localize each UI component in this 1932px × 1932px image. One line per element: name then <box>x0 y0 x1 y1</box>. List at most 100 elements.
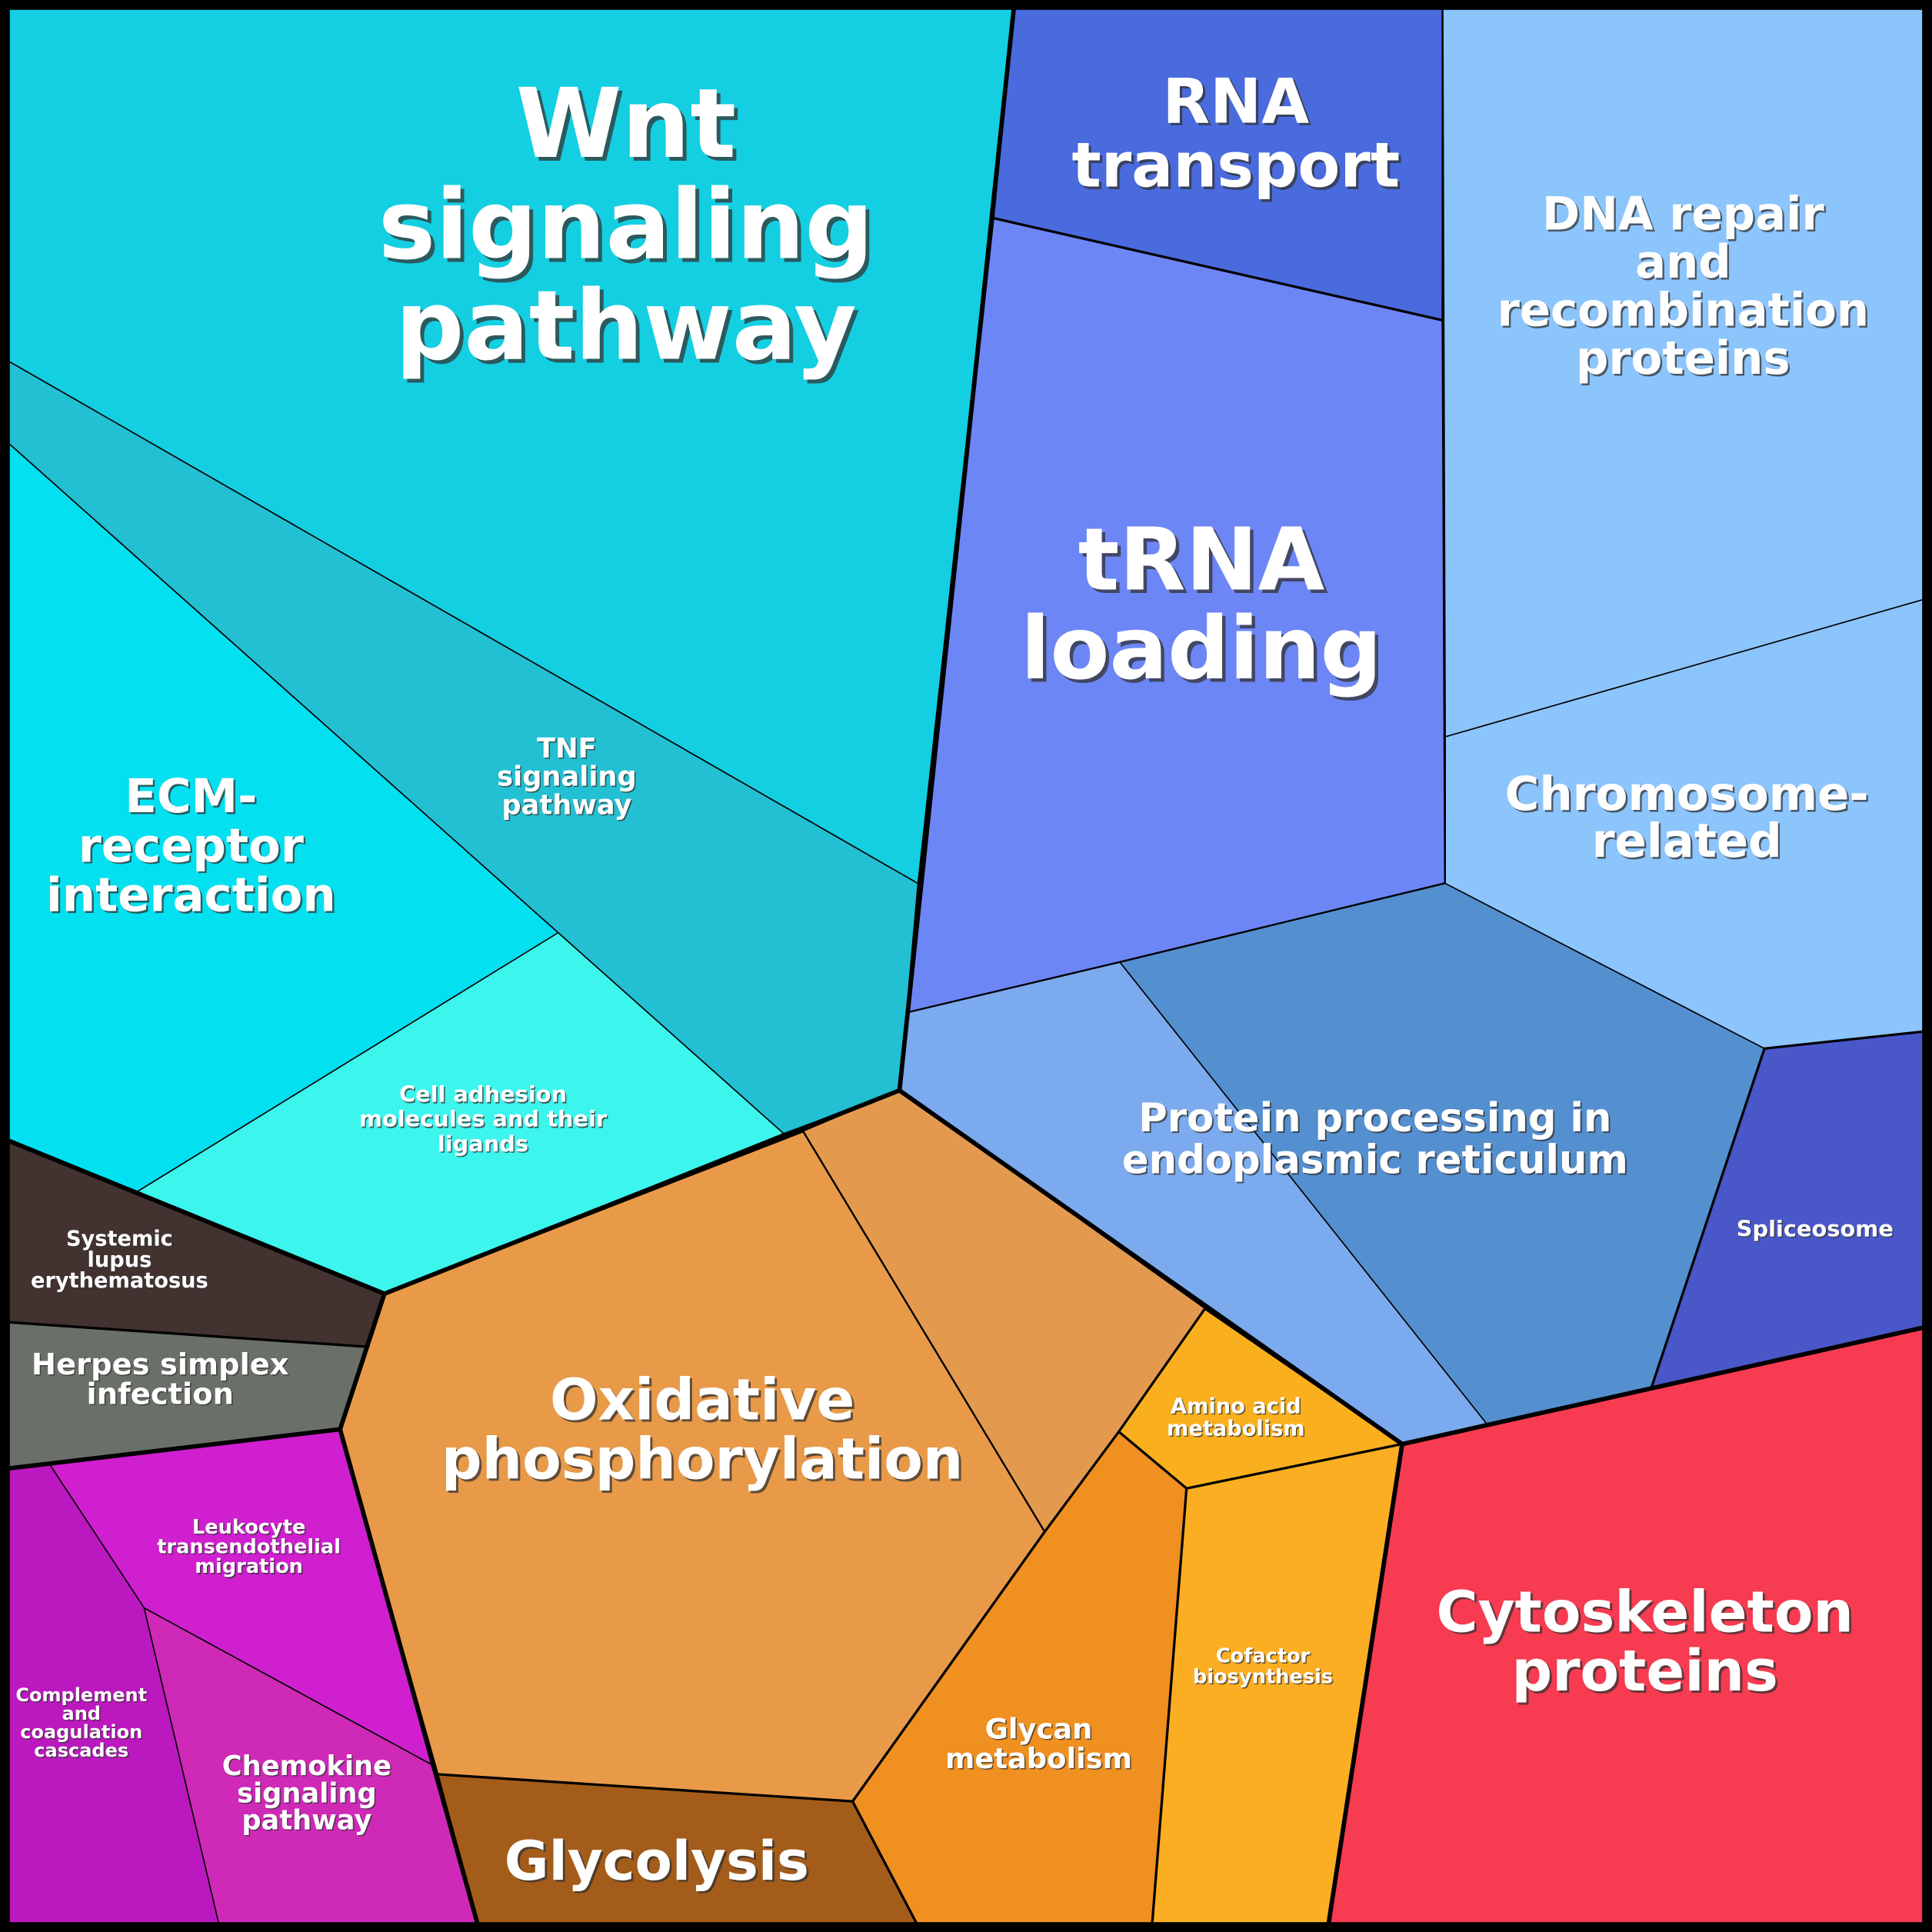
label-shadow: RNA <box>1165 68 1312 140</box>
label-shadow: signaling <box>382 173 878 285</box>
cell-label-cyto: proteins <box>1511 1639 1778 1704</box>
label-shadow: Amino acid <box>1172 1396 1303 1420</box>
label-shadow: molecules and their <box>361 1107 609 1133</box>
label-shadow: infection <box>88 1378 235 1413</box>
cell-label-wnt: Wnt <box>516 68 736 180</box>
cell-label-leuk: Leukocyte <box>192 1516 305 1539</box>
label-shadow: proteins <box>1577 334 1792 387</box>
cell-label-compl: cascades <box>34 1740 128 1761</box>
label-shadow: Chromosome- <box>1507 768 1870 823</box>
label-shadow: Glycan <box>986 1714 1094 1747</box>
cell-label-tnf: TNF <box>537 733 597 764</box>
label-shadow: Complement <box>17 1686 148 1707</box>
cell-label-compl: and <box>62 1703 101 1724</box>
label-shadow: DNA repair <box>1544 189 1826 242</box>
label-shadow: biosynthesis <box>1194 1667 1334 1690</box>
cell-label-leuk: migration <box>195 1555 303 1578</box>
cell-label-glycolysis: Glycolysis <box>505 1830 809 1893</box>
label-shadow: Glycolysis <box>507 1832 811 1895</box>
label-shadow: coagulation <box>22 1723 144 1744</box>
cell-label-dna: recombination <box>1497 284 1870 337</box>
cell-label-chrom: Chromosome- <box>1505 767 1869 821</box>
label-shadow: metabolism <box>1168 1418 1307 1442</box>
cell-label-amino: Amino acid <box>1171 1394 1301 1418</box>
label-shadow: phosphorylation <box>444 1430 965 1495</box>
label-shadow: erythematosus <box>32 1271 210 1294</box>
label-shadow: and <box>63 1704 102 1726</box>
label-shadow: signaling <box>238 1779 378 1810</box>
label-shadow: cascades <box>35 1741 130 1763</box>
label-shadow: pathway <box>243 1806 373 1837</box>
label-shadow: metabolism <box>947 1744 1134 1777</box>
cell-label-glycan: metabolism <box>945 1742 1132 1775</box>
cell-label-chemo: Chemokine <box>222 1750 391 1782</box>
cell-label-tnf: signaling <box>497 761 637 793</box>
label-shadow: ECM- <box>127 771 259 826</box>
cell-label-oxphos: phosphorylation <box>441 1427 963 1493</box>
label-shadow: pathway <box>503 791 633 822</box>
cell-label-sle: Systemic <box>66 1227 173 1251</box>
label-shadow: TNF <box>538 734 598 765</box>
label-shadow: and <box>1637 238 1733 291</box>
cell-label-cofactor: biosynthesis <box>1193 1666 1333 1689</box>
cell-label-amino: metabolism <box>1167 1417 1305 1441</box>
label-shadow: Protein processing in <box>1140 1097 1613 1143</box>
label-shadow: transport <box>1074 132 1403 204</box>
cell-label-trna: loading <box>1021 599 1382 699</box>
label-shadow: Oxidative <box>552 1371 857 1436</box>
label-shadow: loading <box>1024 602 1386 702</box>
cell-label-chemo: signaling <box>237 1777 377 1809</box>
label-shadow: migration <box>196 1557 305 1580</box>
cell-label-wnt: pathway <box>395 271 857 382</box>
cell-label-ecm: receptor <box>78 818 304 873</box>
cell-label-hsv: infection <box>87 1377 234 1411</box>
cell-label-cofactor: Cofactor <box>1216 1644 1311 1667</box>
cell-label-hsv: Herpes simplex <box>32 1347 289 1382</box>
label-shadow: recombination <box>1499 285 1871 338</box>
cell-label-rna: RNA <box>1162 65 1309 137</box>
cell-label-cam: molecules and their <box>359 1106 608 1132</box>
label-shadow: Spliceosome <box>1737 1217 1894 1243</box>
cell-label-compl: coagulation <box>20 1721 142 1743</box>
cells-layer <box>5 5 1927 1927</box>
cell-label-cam: Cell adhesion <box>399 1081 567 1108</box>
cell-label-rna: transport <box>1072 130 1401 202</box>
cell-label-wnt: signaling <box>378 169 874 281</box>
label-shadow: Cell adhesion <box>401 1082 568 1108</box>
label-shadow: tRNA <box>1081 514 1328 614</box>
label-shadow: interaction <box>48 870 338 924</box>
cell-label-cyto: Cytoskeleton <box>1437 1580 1854 1645</box>
label-shadow: Leukocyte <box>193 1517 306 1541</box>
cell-label-dna: proteins <box>1576 331 1790 385</box>
label-shadow: lupus <box>88 1249 153 1273</box>
label-shadow: pathway <box>399 275 861 386</box>
label-shadow: Cofactor <box>1217 1646 1311 1669</box>
cell-label-splice: Spliceosome <box>1737 1215 1894 1241</box>
labels-layer: WntWntsignalingsignalingpathwaypathwayTN… <box>15 65 1894 1894</box>
label-shadow: Systemic <box>68 1228 175 1252</box>
label-shadow: Cytoskeleton <box>1438 1582 1855 1647</box>
label-shadow: ligands <box>439 1131 530 1158</box>
cell-label-oxphos: Oxidative <box>550 1368 854 1434</box>
cell-label-compl: Complement <box>15 1684 147 1706</box>
cell-label-sle: erythematosus <box>31 1269 208 1293</box>
label-shadow: signaling <box>498 762 638 794</box>
cell-label-glycan: Glycan <box>985 1713 1093 1746</box>
cell-label-sle: lupus <box>88 1248 152 1272</box>
label-shadow: proteins <box>1514 1641 1780 1707</box>
cell-label-chrom: related <box>1592 814 1782 868</box>
cell-label-er-dark: endoplasmic reticulum <box>1122 1137 1628 1183</box>
cell-label-tnf: pathway <box>501 789 631 821</box>
cell-label-cam: ligands <box>438 1131 528 1157</box>
cell-label-dna: DNA repair <box>1542 188 1824 241</box>
label-shadow: endoplasmic reticulum <box>1124 1139 1630 1185</box>
label-shadow: Herpes simplex <box>33 1349 291 1384</box>
cell-label-ecm: interaction <box>46 868 336 922</box>
cell-label-dna: and <box>1635 235 1731 288</box>
label-shadow: Wnt <box>520 72 740 184</box>
cell-label-chemo: pathway <box>242 1805 371 1837</box>
cell-label-leuk: transendothelial <box>157 1536 341 1559</box>
label-shadow: related <box>1594 815 1784 870</box>
